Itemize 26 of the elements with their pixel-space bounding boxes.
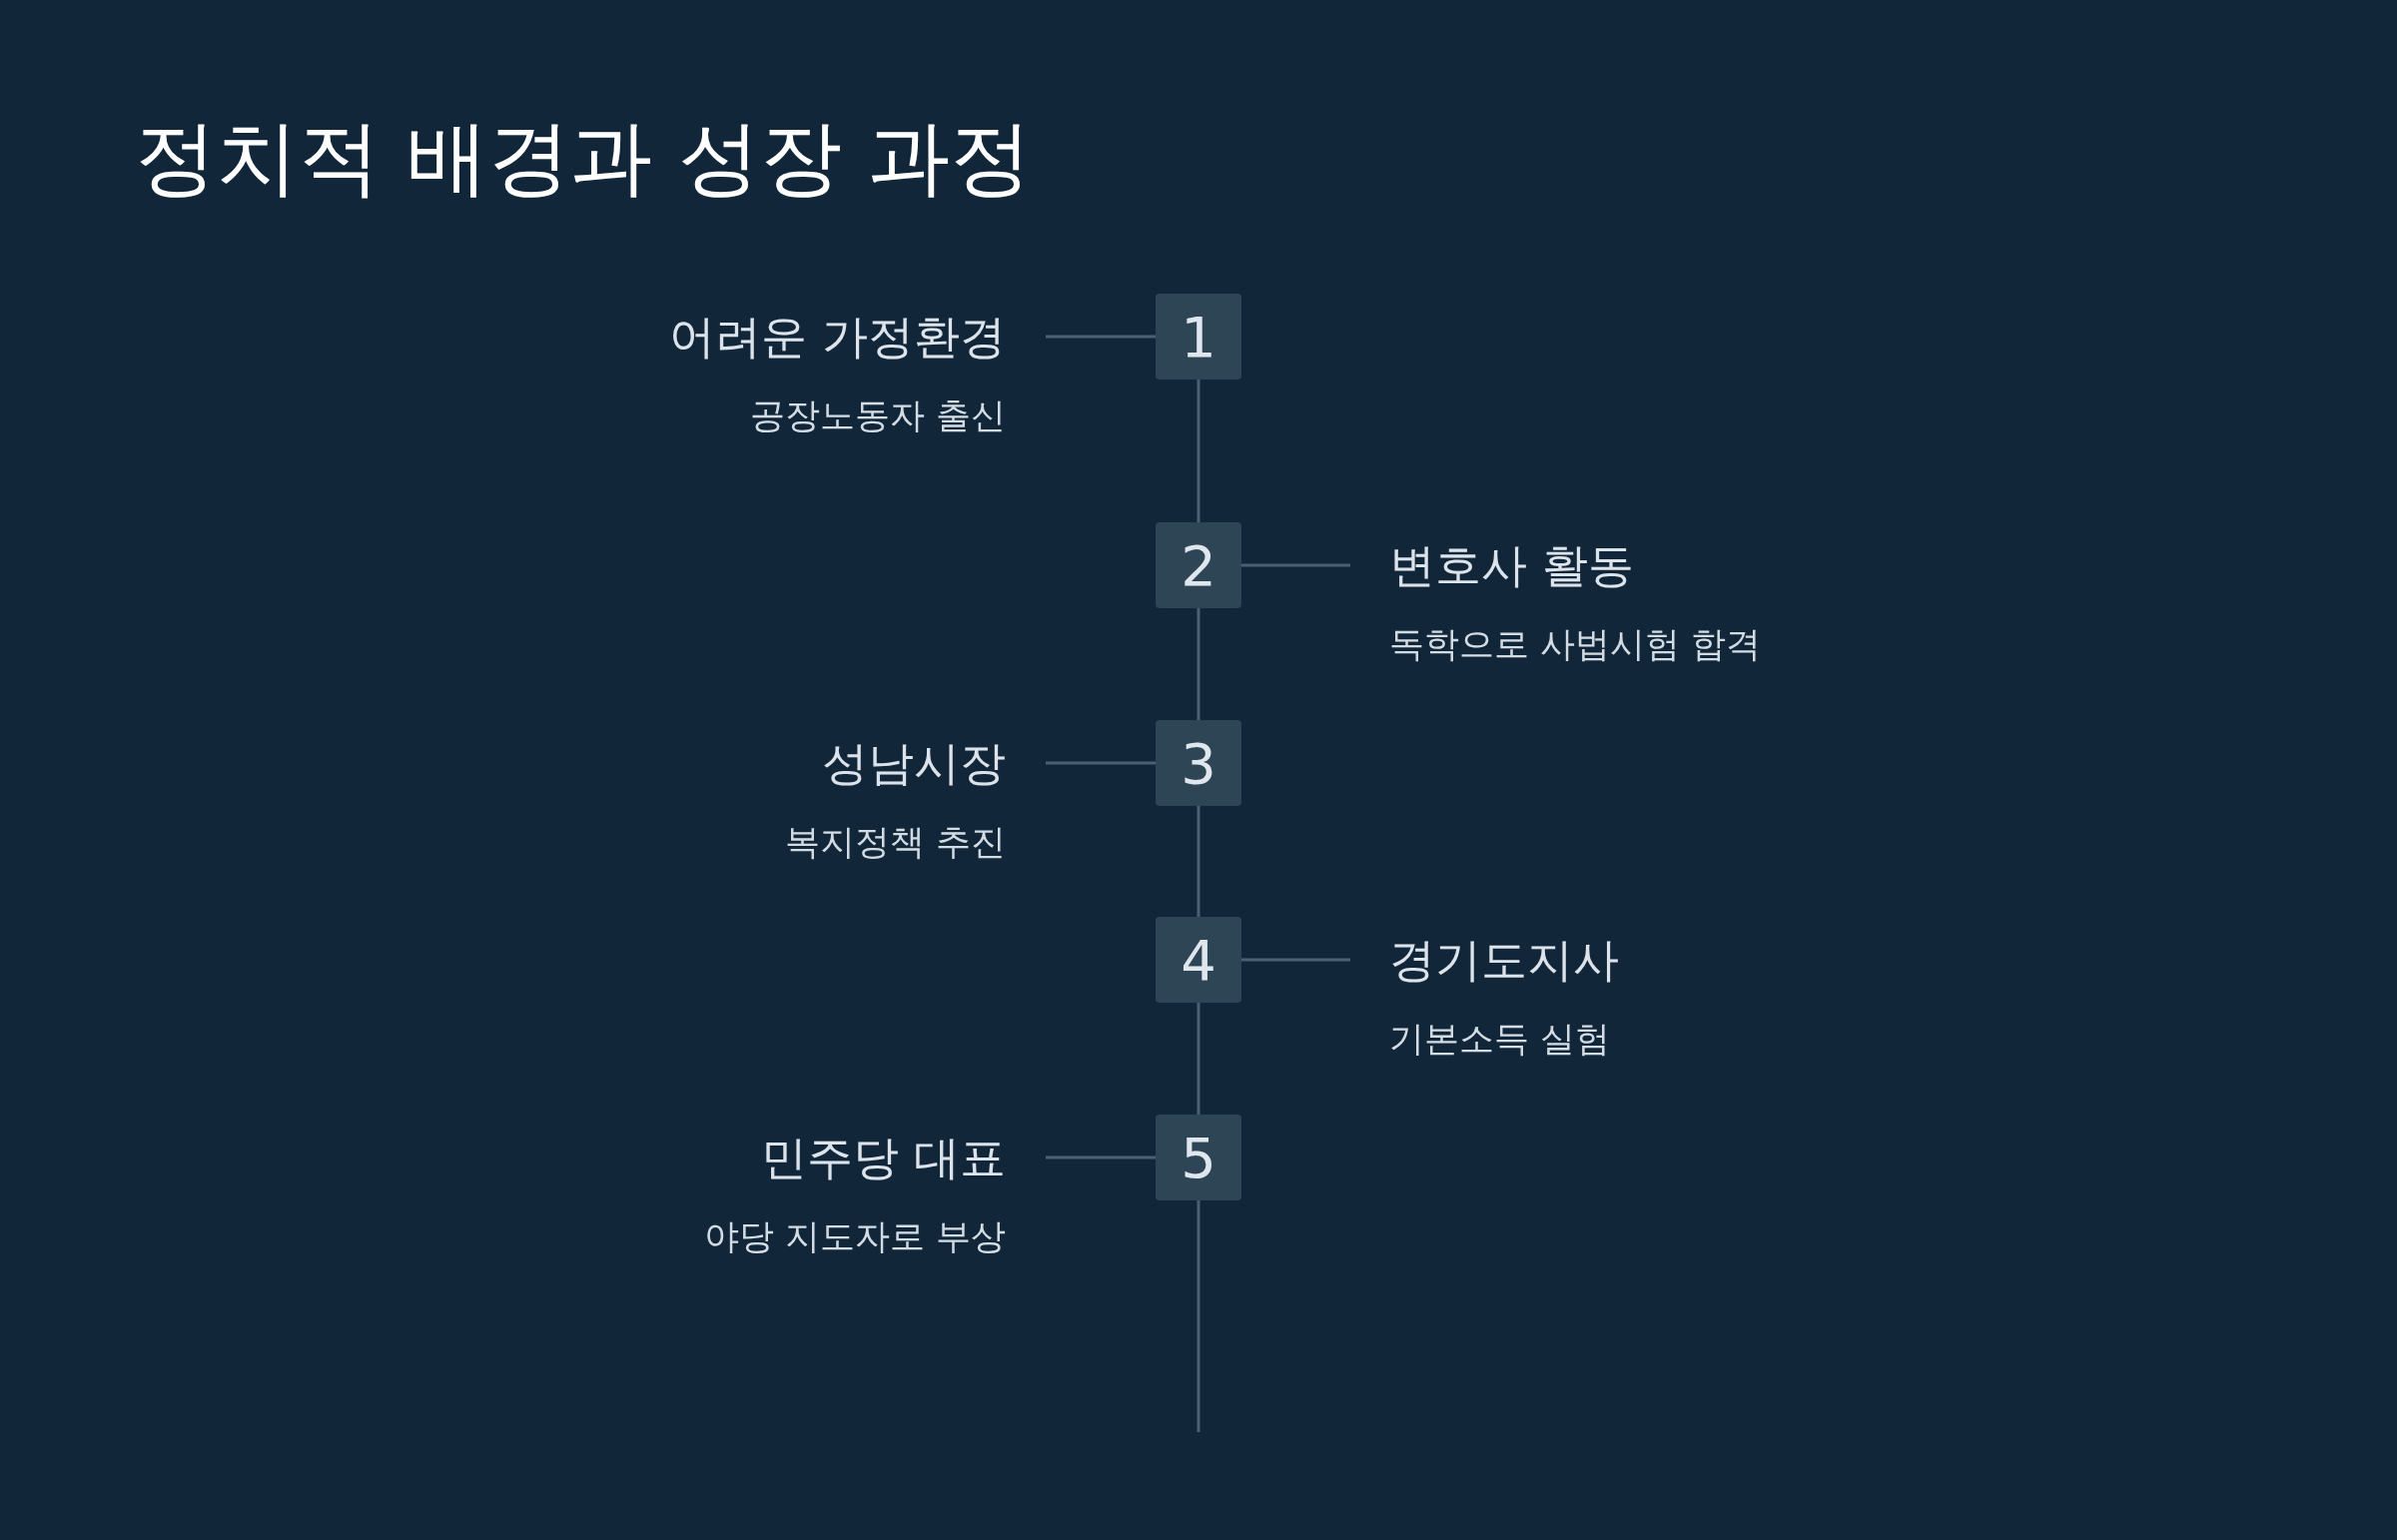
connector-line <box>1046 1155 1156 1159</box>
event-title: 어려운 가정환경 <box>669 309 1006 366</box>
step-marker: 5 <box>1156 1115 1241 1200</box>
step-marker: 3 <box>1156 720 1241 806</box>
connector-line <box>1046 335 1156 339</box>
event-title: 변호사 활동 <box>1389 537 1634 594</box>
event-title: 성남시장 <box>822 735 1006 792</box>
event-title: 민주당 대표 <box>761 1130 1006 1186</box>
step-marker: 4 <box>1156 917 1241 1003</box>
connector-line <box>1241 958 1350 962</box>
connector-line <box>1197 608 1200 720</box>
step-marker: 2 <box>1156 522 1241 608</box>
event-description: 기본소득 실험 <box>1389 1018 1611 1061</box>
title: 정치적 배경과 성장 과정 <box>135 109 1033 207</box>
connector-line <box>1197 380 1200 522</box>
event-description: 공장노동자 출신 <box>749 394 1006 437</box>
connector-line <box>1046 761 1156 765</box>
event-description: 복지정책 추진 <box>784 821 1006 864</box>
connector-line <box>1197 806 1200 917</box>
connector-line <box>1197 1003 1200 1115</box>
event-title: 경기도지사 <box>1389 932 1619 989</box>
step-marker: 1 <box>1156 294 1241 380</box>
event-description: 야당 지도자로 부상 <box>703 1215 1006 1258</box>
event-description: 독학으로 사법시험 합격 <box>1389 623 1762 666</box>
connector-line <box>1241 563 1350 567</box>
connector-line <box>1197 1200 1200 1432</box>
